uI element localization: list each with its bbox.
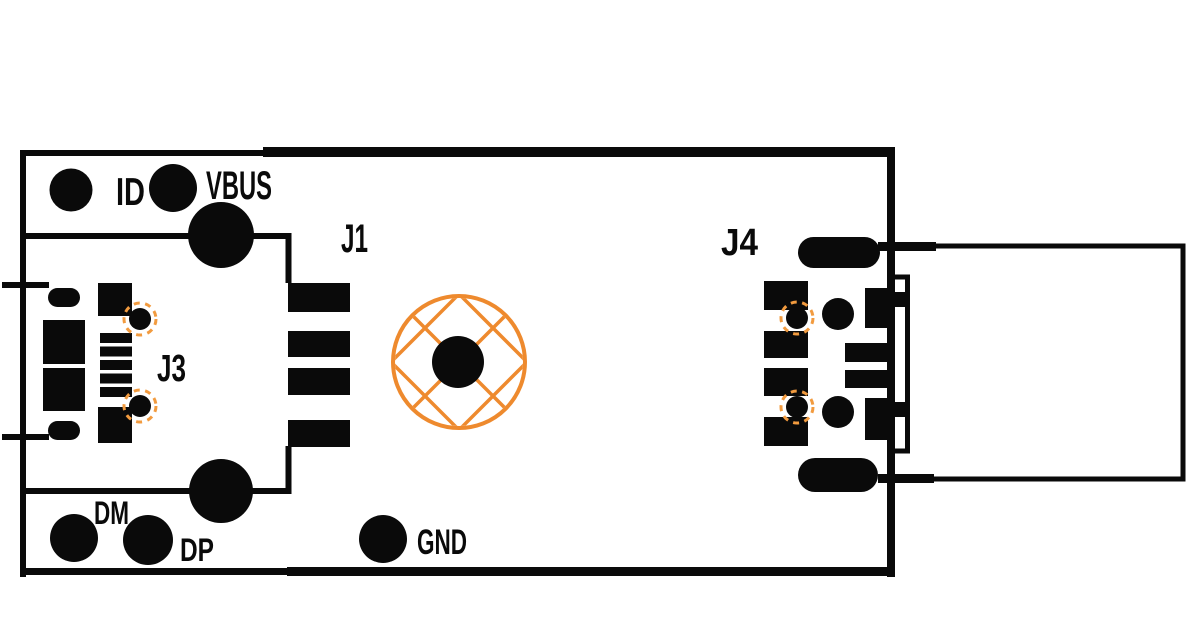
label-id: ID bbox=[116, 171, 145, 214]
test-pad-gnd bbox=[359, 515, 407, 563]
j1-mount-pad-bottom bbox=[189, 459, 253, 523]
j3-pin-1 bbox=[100, 333, 132, 343]
board-edge-bottom-thick bbox=[287, 567, 895, 576]
tongue-top-stub bbox=[878, 242, 936, 251]
j3-drill-ring-top-icon bbox=[122, 301, 158, 337]
mounting-hole-target-icon bbox=[391, 294, 527, 430]
connector-j3-micro-usb: J3 bbox=[43, 283, 186, 443]
test-pad-id bbox=[49, 168, 93, 212]
label-vbus: VBUS bbox=[206, 164, 272, 208]
j3-locating-hole-top bbox=[129, 308, 151, 330]
j4-round-pad-top bbox=[822, 298, 854, 330]
j4-pad-left-1 bbox=[764, 281, 808, 310]
test-pad-vbus bbox=[149, 164, 197, 212]
test-pad-dm bbox=[50, 514, 98, 562]
j4-drill-ring-top-icon bbox=[779, 300, 815, 336]
j4-pad-left-2 bbox=[764, 331, 808, 358]
j4-locating-hole-top bbox=[786, 307, 808, 329]
label-j4: J4 bbox=[721, 222, 758, 264]
label-gnd: GND bbox=[417, 523, 467, 562]
j4-body-bracket bbox=[891, 274, 910, 454]
label-dm: DM bbox=[94, 495, 129, 531]
drill-hole-dot bbox=[432, 336, 484, 388]
j3-locating-hole-bottom bbox=[129, 395, 151, 417]
j4-mount-pill-top bbox=[798, 237, 880, 268]
j4-pad-left-4 bbox=[764, 417, 808, 446]
board-edge-top bbox=[20, 150, 270, 156]
bottom-test-pads: DM DP GND bbox=[50, 495, 467, 568]
j4-pad-right-bottom-tab bbox=[886, 402, 908, 417]
j4-signal-pad-2 bbox=[845, 370, 891, 388]
label-j3: J3 bbox=[157, 348, 186, 390]
j4-round-pad-bottom bbox=[822, 396, 854, 428]
j3-pin-5 bbox=[100, 387, 132, 397]
j3-shield-pill-bottom bbox=[48, 421, 80, 440]
test-pad-dp bbox=[123, 515, 173, 565]
tongue-rect bbox=[888, 243, 1186, 482]
j1-pad-3 bbox=[288, 368, 350, 395]
j1-outline-bottom bbox=[23, 488, 291, 494]
top-test-pads: ID VBUS bbox=[49, 164, 272, 214]
j3-pin-2 bbox=[100, 346, 132, 357]
board-edge-left bbox=[20, 150, 26, 577]
j4-pad-right-top-tab bbox=[886, 292, 908, 307]
label-dp: DP bbox=[180, 532, 214, 568]
j3-shield-pad-upper bbox=[43, 320, 85, 364]
j1-pad-4 bbox=[288, 420, 350, 447]
j4-signal-pad-1 bbox=[845, 343, 891, 362]
j1-outline-bottom-vertical bbox=[285, 446, 292, 494]
keepout-circle bbox=[391, 294, 527, 430]
tongue-bottom-stub bbox=[878, 474, 934, 483]
j1-mount-pad-top bbox=[188, 202, 254, 268]
j1-pad-2 bbox=[288, 331, 350, 357]
board-edge-top-thick bbox=[263, 147, 895, 157]
j4-locating-hole-bottom bbox=[786, 396, 808, 418]
edge-tick-lower bbox=[2, 434, 49, 440]
j3-mount-pad-bottom bbox=[98, 407, 132, 443]
j3-pin-3 bbox=[100, 360, 132, 370]
j4-drill-ring-bottom-icon bbox=[779, 389, 815, 425]
j3-shield-pad-lower bbox=[43, 368, 85, 411]
connector-j1: J1 bbox=[23, 202, 368, 523]
edge-tick-upper bbox=[2, 282, 49, 288]
usb-tongue-outline bbox=[878, 242, 1186, 483]
j1-outline-top bbox=[23, 233, 291, 239]
board-edge-bottom bbox=[20, 568, 292, 575]
label-j1: J1 bbox=[341, 217, 368, 261]
j4-pad-left-3 bbox=[764, 368, 808, 396]
j3-shield-pill-top bbox=[48, 288, 80, 307]
j3-drill-ring-bottom-icon bbox=[122, 388, 158, 424]
j3-pin-4 bbox=[100, 373, 132, 384]
j1-pad-1 bbox=[288, 283, 350, 312]
j1-outline-top-vertical bbox=[285, 233, 292, 283]
j4-mount-pill-bottom bbox=[798, 458, 878, 492]
connector-j4: J4 bbox=[721, 222, 910, 492]
